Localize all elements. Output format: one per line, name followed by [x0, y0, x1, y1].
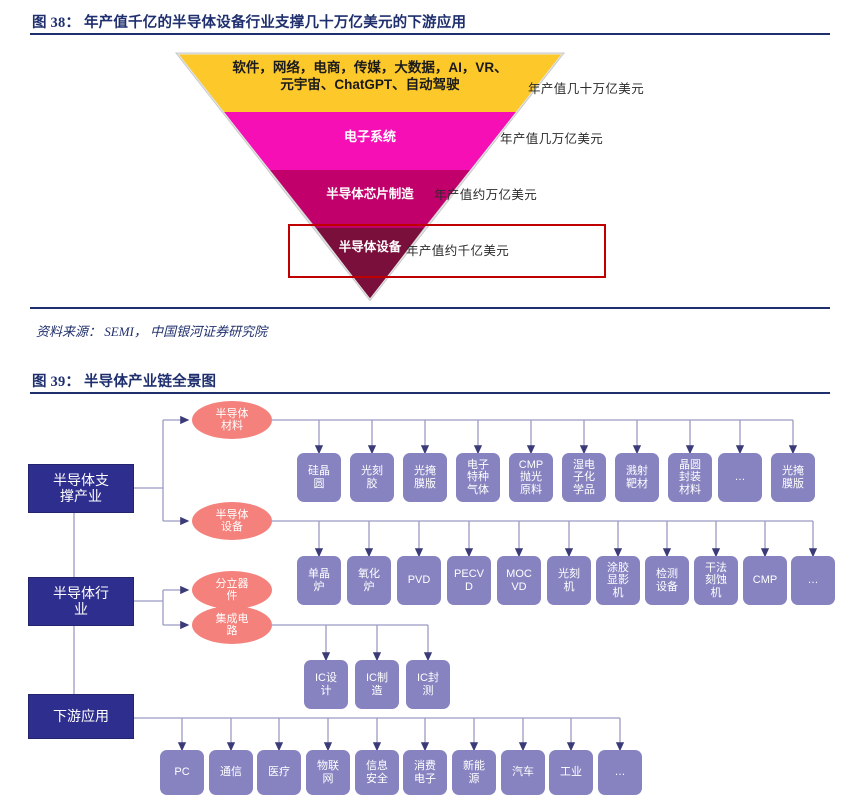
pyramid-highlight-box — [288, 224, 606, 278]
node-discrete-devices[interactable]: 分立器 件 — [192, 571, 272, 609]
node-downstream-applications[interactable]: 下游应用 — [28, 694, 134, 739]
leaf-equipment-6[interactable]: 涂胶 显影 机 — [596, 556, 640, 605]
pyramid-side-label-0: 年产值几十万亿美元 — [528, 82, 645, 96]
leaf-equipment-10[interactable]: … — [791, 556, 835, 605]
leaf-material-9[interactable]: 光掩 膜版 — [771, 453, 815, 502]
leaf-material-2[interactable]: 光掩 膜版 — [403, 453, 447, 502]
leaf-equipment-5[interactable]: 光刻 机 — [547, 556, 591, 605]
figure-39-title-rule — [30, 392, 830, 394]
leaf-equipment-9[interactable]: CMP — [743, 556, 787, 605]
node-semiconductor-support-industry[interactable]: 半导体支 撑产业 — [28, 464, 134, 513]
figure-38-pyramid-chart: 软件，网络，电商，传媒，大数据，AI，VR、 元宇宙、ChatGPT、自动驾驶 … — [150, 46, 710, 301]
leaf-material-4[interactable]: CMP 抛光 原料 — [509, 453, 553, 502]
leaf-application-8[interactable]: 工业 — [549, 750, 593, 795]
leaf-ic-1[interactable]: IC制 造 — [355, 660, 399, 709]
node-semiconductor-materials[interactable]: 半导体 材料 — [192, 401, 272, 439]
leaf-material-3[interactable]: 电子 特种 气体 — [456, 453, 500, 502]
figure-38-source: 资料来源： SEMI， 中国银河证券研究院 — [36, 324, 268, 339]
leaf-equipment-8[interactable]: 干法 刻蚀 机 — [694, 556, 738, 605]
leaf-equipment-0[interactable]: 单晶 炉 — [297, 556, 341, 605]
figure-38-title-rule — [30, 33, 830, 35]
figure-39-title: 图 39： 半导体产业链全景图 — [32, 374, 217, 390]
leaf-application-7[interactable]: 汽车 — [501, 750, 545, 795]
leaf-application-2[interactable]: 医疗 — [257, 750, 301, 795]
figure-38-bottom-rule — [30, 307, 830, 309]
leaf-application-4[interactable]: 信息 安全 — [355, 750, 399, 795]
leaf-material-1[interactable]: 光刻 胶 — [350, 453, 394, 502]
leaf-material-5[interactable]: 湿电 子化 学品 — [562, 453, 606, 502]
node-integrated-circuits[interactable]: 集成电 路 — [192, 606, 272, 644]
leaf-application-6[interactable]: 新能 源 — [452, 750, 496, 795]
leaf-application-9[interactable]: … — [598, 750, 642, 795]
leaf-application-5[interactable]: 消费 电子 — [403, 750, 447, 795]
leaf-equipment-3[interactable]: PECV D — [447, 556, 491, 605]
node-semiconductor-equipment[interactable]: 半导体 设备 — [192, 502, 272, 540]
leaf-material-8[interactable]: … — [718, 453, 762, 502]
leaf-application-3[interactable]: 物联 网 — [306, 750, 350, 795]
leaf-application-1[interactable]: 通信 — [209, 750, 253, 795]
figure-38-title: 图 38： 年产值千亿的半导体设备行业支撑几十万亿美元的下游应用 — [32, 15, 467, 31]
leaf-equipment-2[interactable]: PVD — [397, 556, 441, 605]
leaf-application-0[interactable]: PC — [160, 750, 204, 795]
leaf-material-7[interactable]: 晶圆 封装 材料 — [668, 453, 712, 502]
leaf-material-6[interactable]: 溅射 靶材 — [615, 453, 659, 502]
leaf-ic-2[interactable]: IC封 测 — [406, 660, 450, 709]
pyramid-side-label-3: 年产值约千亿美元 — [406, 244, 510, 258]
figure-39-flowchart: 半导体支 撑产业 半导体行 业 下游应用 半导体 材料 半导体 设备 分立器 件… — [0, 398, 860, 799]
flowchart-connectors — [69, 415, 818, 752]
leaf-equipment-1[interactable]: 氧化 炉 — [347, 556, 391, 605]
node-semiconductor-industry[interactable]: 半导体行 业 — [28, 577, 134, 626]
leaf-equipment-7[interactable]: 检测 设备 — [645, 556, 689, 605]
pyramid-graphic — [174, 52, 566, 301]
leaf-material-0[interactable]: 硅晶 圆 — [297, 453, 341, 502]
leaf-equipment-4[interactable]: MOC VD — [497, 556, 541, 605]
pyramid-side-label-2: 年产值约万亿美元 — [434, 188, 538, 202]
leaf-ic-0[interactable]: IC设 计 — [304, 660, 348, 709]
pyramid-side-label-1: 年产值几万亿美元 — [500, 132, 604, 146]
